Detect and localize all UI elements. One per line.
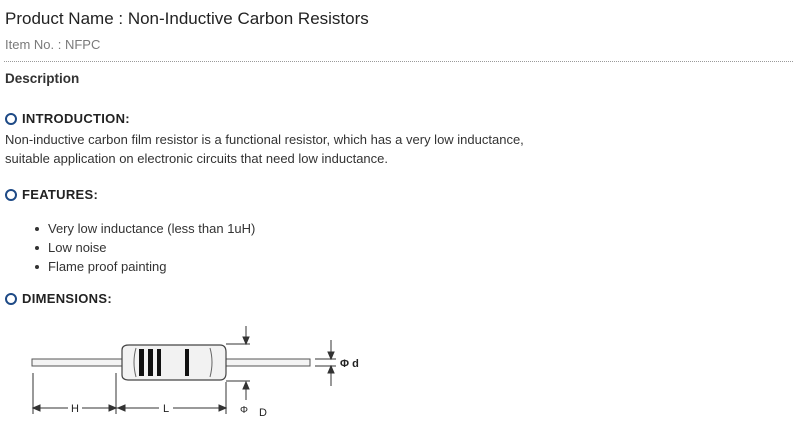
dimension-body-diameter (226, 326, 250, 400)
introduction-heading-label: INTRODUCTION: (22, 111, 130, 126)
list-item: Very low inductance (less than 1uH) (34, 219, 255, 238)
header-divider (4, 61, 793, 62)
body-contour (133, 347, 213, 378)
circle-bullet-icon (5, 188, 17, 201)
label-bg (68, 401, 82, 415)
product-title: Product Name : Non-Inductive Carbon Resi… (5, 9, 369, 28)
dimension-h-label: H (71, 403, 79, 415)
lead-wire-left (31, 358, 123, 367)
dimensions-heading-label: DIMENSIONS: (22, 291, 112, 306)
list-item: Low noise (34, 238, 255, 257)
extension-lines (32, 358, 336, 414)
features-heading-label: FEATURES: (22, 187, 99, 202)
dimension-phi-d-label: Φ d (340, 358, 359, 370)
features-heading: FEATURES: (5, 187, 98, 202)
introduction-line: Non-inductive carbon film resistor is a … (5, 132, 524, 147)
dimension-lead-diameter (327, 340, 335, 386)
resistor-dimension-diagram: H L Φ D Φ d (31, 326, 359, 419)
item-number: Item No. : NFPC (5, 37, 101, 52)
introduction-text: Non-inductive carbon film resistor is a … (5, 130, 524, 168)
circle-bullet-icon (5, 292, 17, 305)
dimension-l-label: L (163, 403, 169, 415)
lead-wire-right (219, 358, 311, 367)
features-list: Very low inductance (less than 1uH) Low … (34, 219, 255, 276)
description-heading: Description (5, 71, 80, 86)
list-item: Flame proof painting (34, 257, 255, 276)
color-bands (139, 349, 189, 376)
dimension-d-label: D (259, 407, 267, 419)
label-bg (159, 401, 173, 415)
introduction-heading: INTRODUCTION: (5, 111, 130, 126)
circle-bullet-icon (5, 112, 17, 125)
phi-symbol: Φ (240, 405, 248, 416)
dimensions-heading: DIMENSIONS: (5, 291, 112, 306)
introduction-line: suitable application on electronic circu… (5, 151, 389, 166)
